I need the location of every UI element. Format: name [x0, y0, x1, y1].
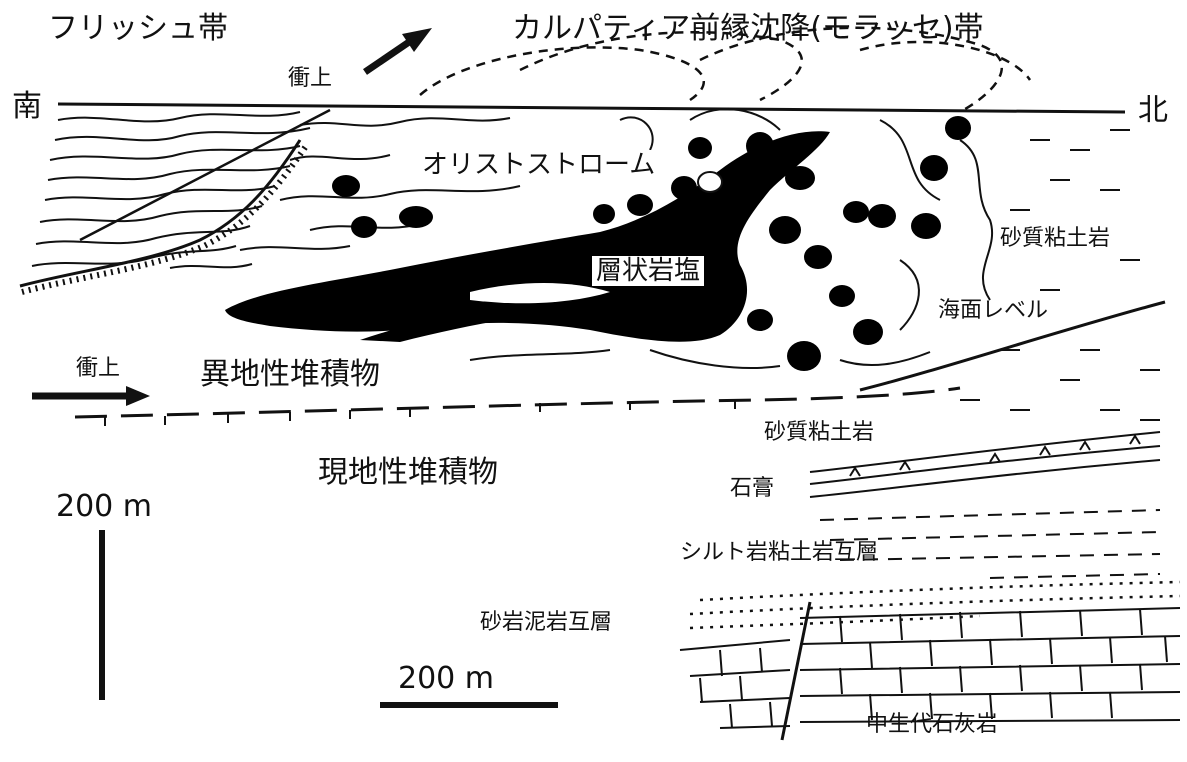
- allochthon-base-ticks: [104, 400, 736, 426]
- scale-label-horizontal: 200 m: [398, 661, 495, 696]
- label-sandy-claystone-upper: 砂質粘土岩: [1000, 226, 1111, 251]
- olistostrome-flow-strata: [469, 108, 994, 369]
- label-bedded-salt: 層状岩塩: [592, 256, 705, 286]
- thrust-fault-upper: [79, 108, 331, 242]
- scale-label-vertical: 200 m: [56, 489, 153, 524]
- label-olistostrome: オリストストローム: [418, 150, 660, 180]
- normal-fault: [780, 601, 812, 741]
- thrust-arrowhead-upper: [402, 28, 432, 52]
- siltstone-claystone-layer: [819, 509, 1161, 579]
- salt-inner-lens: [470, 283, 610, 304]
- label-siltstone-claystone: シルト岩粘土岩互層: [680, 540, 879, 565]
- thrust-arrowhead-lower: [126, 386, 150, 406]
- claystone-dashes: [960, 129, 1160, 421]
- label-carpathian-foredeep: カルパティア前縁沈降(モラッセ)帯: [512, 11, 984, 46]
- label-thrust-upper: 衝上: [288, 66, 333, 91]
- flysch-base: [19, 139, 302, 288]
- gypsum-layer: [809, 431, 1161, 498]
- label-allochthonous: 異地性堆積物: [200, 357, 380, 392]
- thrust-arrow-upper: [363, 37, 414, 75]
- label-sandy-claystone-lower: 砂質粘土岩: [764, 420, 875, 445]
- eroded-folds: [419, 26, 1032, 114]
- salt-inner-stripe: [329, 226, 541, 260]
- flysch-strata: [31, 111, 311, 267]
- label-autochthonous: 現地性堆積物: [318, 455, 498, 490]
- flysch-base-hatch: [21, 144, 309, 295]
- sandstone-mudstone-layer: [689, 580, 1181, 630]
- molasse-upper-strata: [169, 117, 551, 269]
- allochthon-base-thrust: [74, 386, 961, 419]
- label-sea-level: 海面レベル: [938, 298, 1049, 323]
- label-thrust-lower: 衝上: [76, 356, 121, 381]
- olistostrome-blocks: [332, 116, 971, 371]
- label-south: 南: [12, 89, 42, 124]
- ground-surface-line: [57, 102, 1126, 114]
- label-sandstone-mudstone: 砂岩泥岩互層: [480, 610, 613, 635]
- label-north: 北: [1138, 93, 1168, 128]
- label-flysch-zone: フリッシュ帯: [48, 11, 228, 46]
- label-mesozoic-limestone: 中生代石灰岩: [866, 712, 999, 737]
- bedded-salt-body: [225, 131, 830, 342]
- mesozoic-limestone-bricks: [679, 607, 1181, 729]
- olistostrome-open-block: [697, 171, 723, 193]
- label-gypsum: 石膏: [730, 476, 775, 501]
